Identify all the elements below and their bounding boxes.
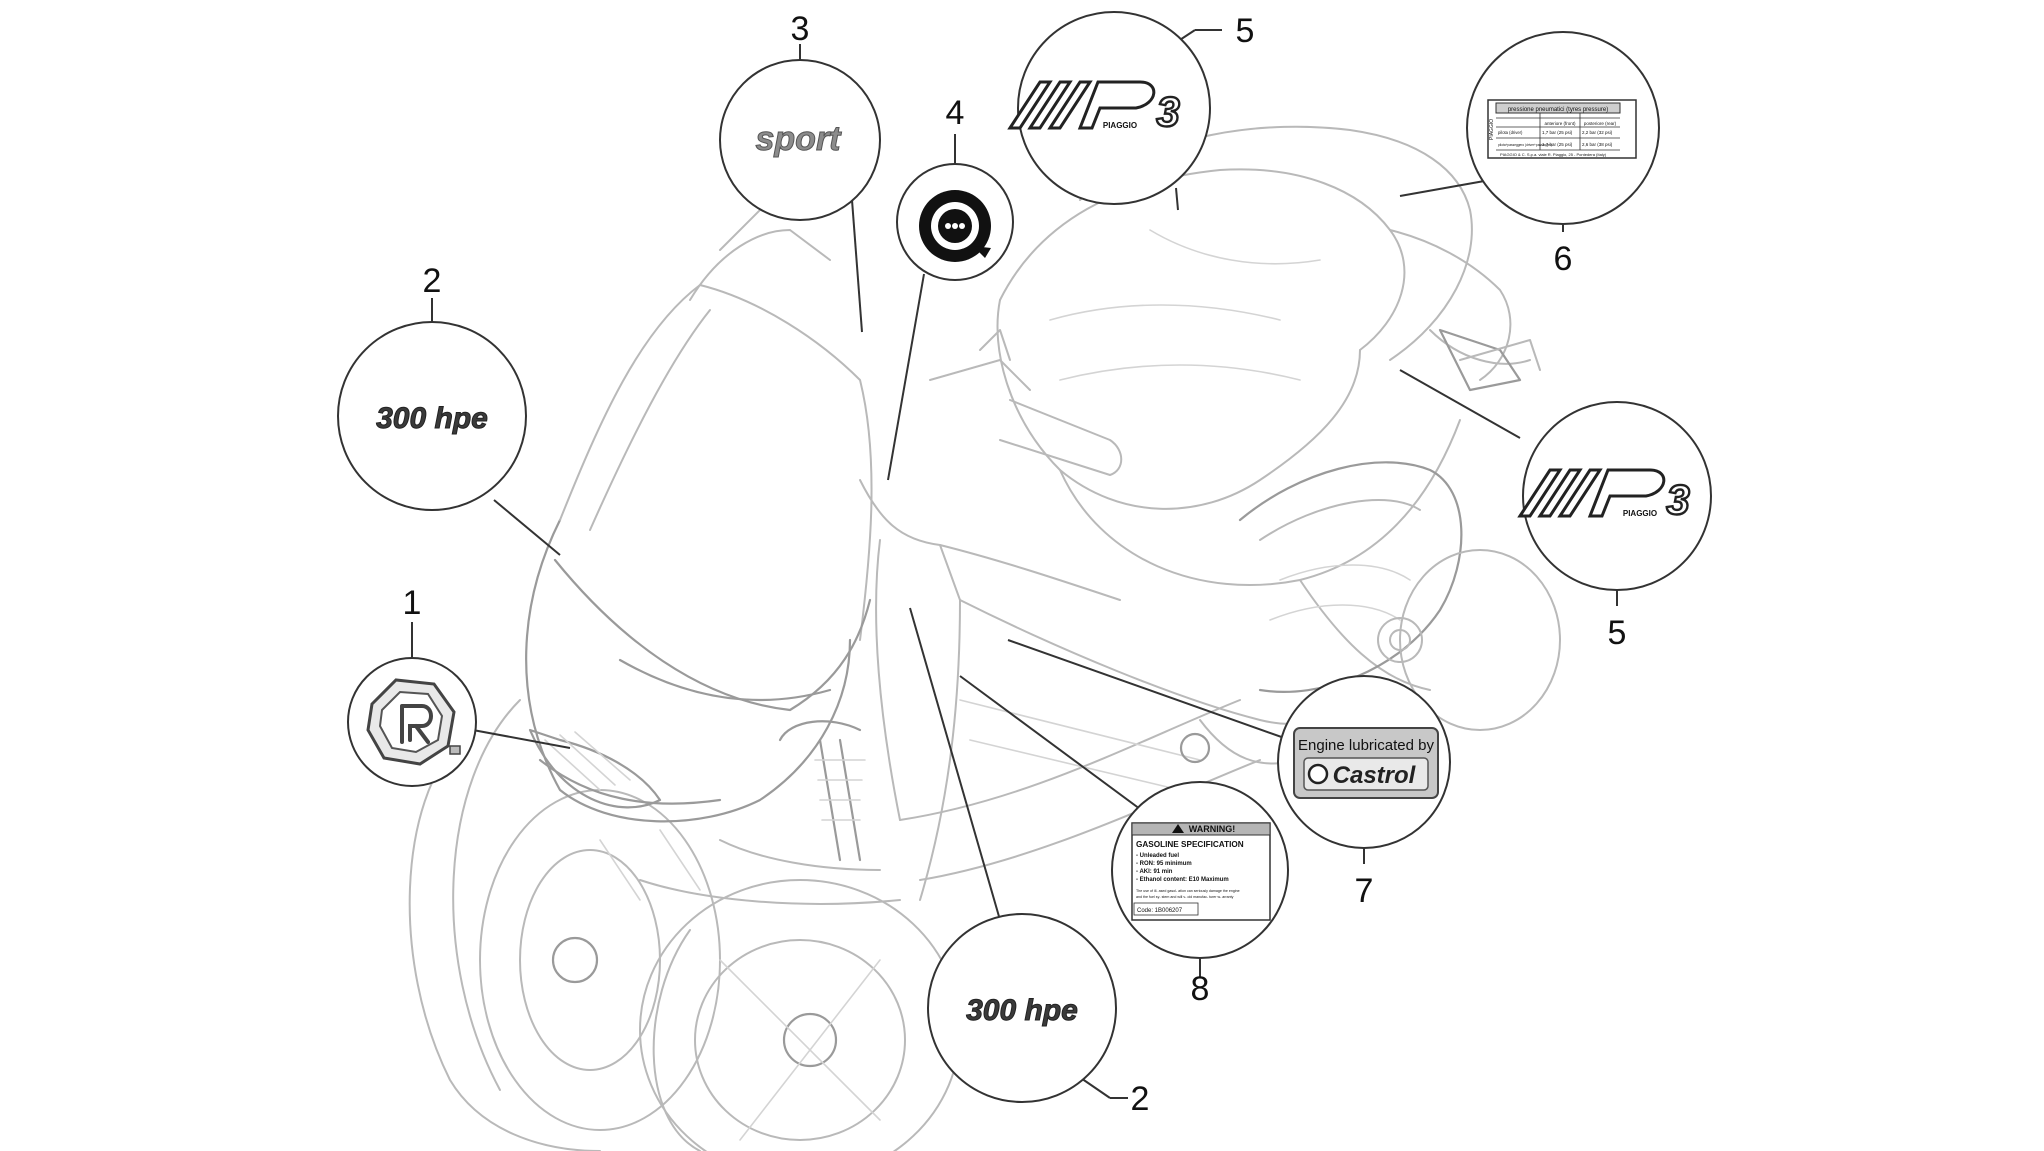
leader-7	[1007, 639, 1291, 741]
callout-numbers: 1 2 3 4 5 6 5 7 8 2	[403, 10, 1627, 1118]
castrol-line1: Engine lubricated by	[1298, 737, 1434, 754]
warn-l1: - Unleaded fuel	[1136, 853, 1179, 859]
mp3-decal-top: 3 PIAGGIO	[1007, 80, 1181, 136]
warn-header: WARNING!	[1189, 824, 1236, 834]
tyre-row1-label: pilota (driver)	[1498, 130, 1523, 135]
callout-3-sport-decal: sport	[719, 59, 881, 221]
callout-number-2-left: 2	[423, 262, 442, 300]
callout-number-5-top: 5	[1236, 12, 1255, 50]
leader-1	[461, 727, 571, 749]
mp3-3-right: 3	[1666, 476, 1689, 523]
leader-8	[959, 675, 1145, 813]
callout-5-top-mp3-decal: 3 PIAGGIO	[1007, 11, 1211, 205]
tyre-row1-v1: 1,7 bar (25 psi)	[1542, 130, 1573, 135]
leader-3	[851, 199, 863, 333]
tyre-side-piaggio: PIAGGIO	[1489, 119, 1495, 140]
callout-4-round-badge	[896, 163, 1014, 281]
tyre-row2-label: pilota+passeggero (driver+passenger)	[1498, 143, 1552, 147]
callout-8-gasoline-warning-label: WARNING! GASOLINE SPECIFICATION - Unlead…	[1111, 781, 1289, 959]
callout-5-right-mp3-decal: 3 PIAGGIO	[1517, 401, 1712, 591]
mp3-piaggio-top: PIAGGIO	[1103, 121, 1137, 130]
warn-l4: - Ethanol content: E10 Maximum	[1136, 877, 1229, 883]
leader-5-right	[1399, 369, 1521, 439]
callout-number-3: 3	[791, 10, 810, 48]
callout-1-piaggio-badge	[347, 657, 477, 787]
tyre-pressure-sticker: pressione pneumatici (tyres pressure) an…	[1487, 99, 1637, 159]
warning-triangle-icon	[1172, 824, 1184, 833]
warn-title: GASOLINE SPECIFICATION	[1136, 840, 1244, 849]
tyre-row2-v1: 1,7 bar (25 psi)	[1542, 142, 1573, 147]
callout-number-7: 7	[1355, 872, 1374, 910]
mp3-3-top: 3	[1156, 88, 1179, 135]
piaggio-hex-icon	[366, 678, 461, 766]
mp3-piaggio-right: PIAGGIO	[1623, 509, 1657, 518]
callout-2-left-hpe-decal: 300 hpe	[337, 321, 527, 511]
callout-number-2-bottom: 2	[1131, 1080, 1150, 1118]
warn-l3: - AKI: 91 min	[1136, 869, 1173, 875]
tyre-row1-v2: 2,2 bar (32 psi)	[1582, 130, 1613, 135]
callout-number-4: 4	[946, 94, 965, 132]
callout-number-5-right: 5	[1608, 614, 1627, 652]
leader-2-left	[493, 499, 561, 556]
leader-2-bottom	[909, 607, 1001, 921]
warn-small2: and the fuel sy- stem and will v- oid ma…	[1136, 895, 1234, 899]
callout-number-8: 8	[1191, 970, 1210, 1008]
warn-l2: - RON: 95 minimum	[1136, 861, 1192, 867]
gasoline-warning-sticker: WARNING! GASOLINE SPECIFICATION - Unlead…	[1131, 822, 1271, 921]
callout-6-tyre-pressure-label: pressione pneumatici (tyres pressure) an…	[1466, 31, 1660, 225]
castrol-brand: Castrol	[1333, 762, 1417, 789]
callout-2-bottom-hpe-decal: 300 hpe	[927, 913, 1117, 1103]
castrol-logo-icon	[1307, 763, 1329, 785]
tyre-col1: anteriore (front)	[1544, 121, 1576, 126]
tyre-footer: PIAGGIO & C. S.p.a. viale R. Piaggio, 25…	[1500, 152, 1607, 157]
hpe-decal-text-left: 300 hpe	[376, 402, 488, 435]
tyre-row2-v2: 2,6 bar (38 psi)	[1582, 142, 1613, 147]
callout-number-6: 6	[1554, 240, 1573, 278]
leader-6b	[1399, 179, 1491, 197]
warn-small1: The use of ill- ased gasol- ation can se…	[1136, 889, 1240, 893]
hpe-decal-text-bottom: 300 hpe	[966, 994, 1078, 1027]
callout-number-1: 1	[403, 584, 422, 622]
leader-4	[887, 273, 925, 481]
sport-decal-text: sport	[756, 120, 843, 158]
warn-code: Code: 1B006207	[1137, 908, 1183, 914]
leader-5-top-b	[1175, 187, 1179, 211]
tyre-title: pressione pneumatici (tyres pressure)	[1508, 107, 1608, 113]
round-logo-icon	[919, 190, 991, 262]
callout-7-castrol-label: Engine lubricated by Castrol	[1277, 675, 1451, 849]
tyre-col2: posteriore (rear)	[1584, 121, 1617, 126]
mp3-decal-right: 3 PIAGGIO	[1517, 468, 1691, 524]
